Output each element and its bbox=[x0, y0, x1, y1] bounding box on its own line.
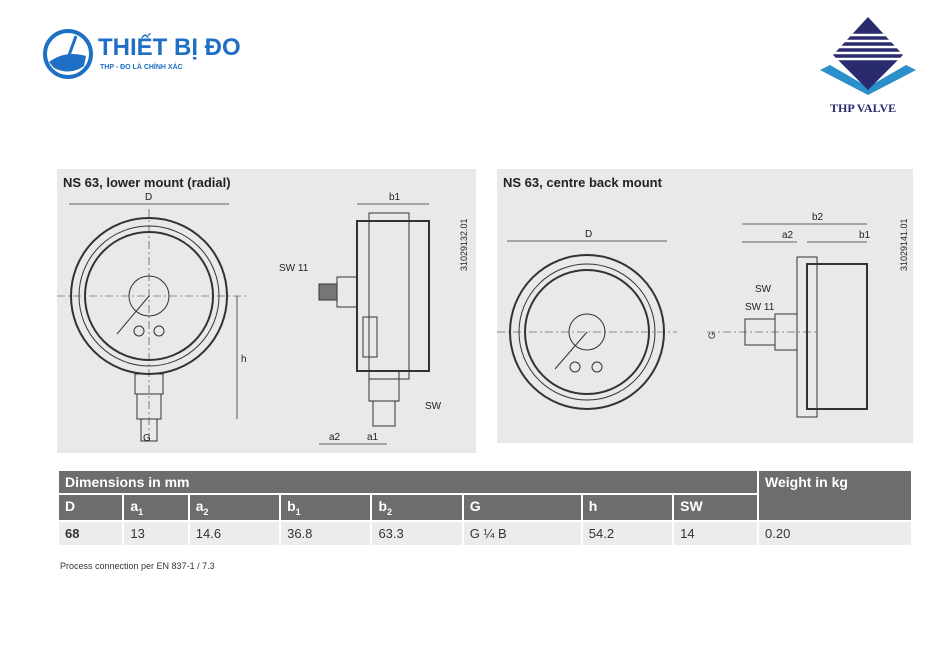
table-cell: 13 bbox=[124, 521, 188, 545]
table-cell: 68 bbox=[59, 521, 123, 545]
svg-text:a1: a1 bbox=[367, 432, 379, 443]
svg-text:a2: a2 bbox=[329, 432, 341, 443]
centre-back-drawing: D b2 a2 b1 SW SW 11 G 31029141.01 bbox=[497, 212, 909, 418]
table-cell: 36.8 bbox=[281, 521, 371, 545]
table-cell: G ¼ B bbox=[463, 521, 581, 545]
diagram-centre-back-mount: NS 63, centre back mount D b2 a2 b1 SW S… bbox=[497, 169, 913, 443]
svg-text:D: D bbox=[145, 192, 152, 203]
column-base: a bbox=[130, 498, 139, 514]
table-cell: 14 bbox=[674, 521, 757, 545]
svg-text:SW 11: SW 11 bbox=[279, 263, 309, 274]
column-base: G bbox=[469, 498, 481, 514]
table-cell: 14.6 bbox=[189, 521, 280, 545]
thp-valve-logo-icon bbox=[820, 17, 916, 95]
table-cell: 54.2 bbox=[582, 521, 673, 545]
column-header: G bbox=[463, 495, 581, 520]
column-base: b bbox=[378, 498, 387, 514]
svg-text:b1: b1 bbox=[389, 192, 401, 203]
column-header: a2 bbox=[189, 495, 280, 520]
diagram-title: NS 63, lower mount (radial) bbox=[63, 175, 231, 190]
svg-text:SW: SW bbox=[425, 401, 442, 412]
dimensions-header: Dimensions in mm bbox=[59, 471, 757, 493]
table-cell: 0.20 bbox=[759, 521, 911, 545]
column-header: h bbox=[582, 495, 673, 520]
column-base: h bbox=[588, 498, 598, 514]
column-base: SW bbox=[680, 498, 703, 514]
column-base: b bbox=[287, 498, 296, 514]
process-connection-note: Process connection per EN 837-1 / 7.3 bbox=[60, 561, 215, 571]
column-sub: 1 bbox=[138, 506, 144, 517]
thp-valve-name: THP VALVE bbox=[830, 101, 897, 115]
logo-name: THIẾT BỊ ĐO bbox=[98, 34, 241, 61]
logo-thp-valve: THP VALVE bbox=[818, 15, 918, 117]
column-sub: 1 bbox=[295, 506, 301, 517]
diagram-title: NS 63, centre back mount bbox=[503, 175, 662, 190]
column-sub: 2 bbox=[387, 506, 393, 517]
diagram-lower-mount: NS 63, lower mount (radial) D h G b1 SW … bbox=[57, 169, 476, 453]
weight-header: Weight in kg bbox=[759, 471, 911, 520]
column-sub: 2 bbox=[203, 506, 209, 517]
column-base: a bbox=[195, 498, 204, 514]
logo-thiet-bi-do: THIẾT BỊ ĐO THP - ĐO LÀ CHÍNH XÁC bbox=[40, 28, 250, 80]
svg-text:31029132.01: 31029132.01 bbox=[459, 218, 469, 271]
svg-text:b2: b2 bbox=[812, 212, 824, 223]
column-base: D bbox=[65, 498, 76, 514]
column-header: a1 bbox=[124, 495, 188, 520]
column-header: b1 bbox=[281, 495, 371, 520]
svg-text:G: G bbox=[143, 433, 151, 444]
svg-text:31029141.01: 31029141.01 bbox=[899, 218, 909, 271]
column-header: b2 bbox=[372, 495, 462, 520]
svg-text:SW 11: SW 11 bbox=[745, 302, 775, 313]
table-cell: 63.3 bbox=[372, 521, 462, 545]
svg-text:b1: b1 bbox=[859, 230, 871, 241]
svg-text:D: D bbox=[585, 229, 592, 240]
gauge-logo-icon bbox=[43, 29, 93, 79]
svg-text:a2: a2 bbox=[782, 230, 794, 241]
column-header: D bbox=[59, 495, 123, 520]
svg-text:SW: SW bbox=[755, 284, 772, 295]
column-header: SW bbox=[674, 495, 757, 520]
logo-tagline: THP - ĐO LÀ CHÍNH XÁC bbox=[100, 64, 183, 71]
lower-mount-drawing: D h G b1 SW 11 SW a2 a1 31029132.01 bbox=[57, 192, 469, 445]
svg-text:h: h bbox=[241, 354, 247, 365]
svg-text:G: G bbox=[707, 332, 717, 339]
